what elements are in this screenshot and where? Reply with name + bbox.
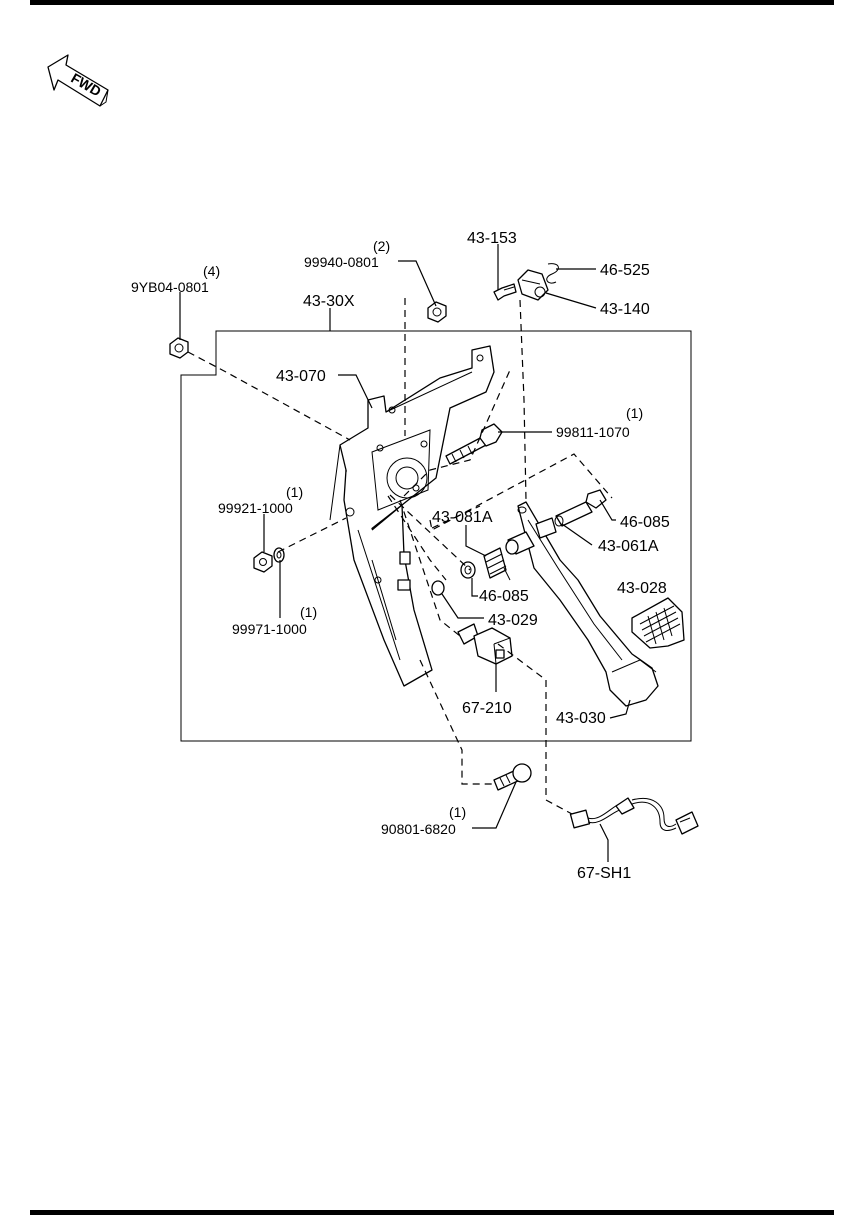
label-46-085-upper: 46-085 [620, 514, 670, 531]
label-90801-6820: 90801-6820 [381, 821, 456, 837]
nut-99921-1000 [253, 551, 273, 573]
clutch-pedal-43-030 [517, 501, 659, 707]
label-9yb04-0801: 9YB04-0801 [131, 279, 209, 295]
harness-67-sh1 [569, 797, 699, 835]
label-67-sh1: 67-SH1 [577, 865, 631, 882]
label-43-140: 43-140 [600, 301, 650, 318]
label-43-070: 43-070 [276, 368, 326, 385]
label-99940-0801: 99940-0801 [304, 254, 379, 270]
pedal-pad-43-028 [631, 597, 685, 649]
part-labels: 43-153 46-525 43-140 (2) 99940-0801 (4) … [131, 230, 670, 882]
qty-99921: (1) [286, 484, 303, 500]
qty-99811: (1) [626, 405, 643, 421]
switch-67-210 [457, 623, 513, 665]
bolt-90801-6820 [493, 763, 532, 791]
nut-9yb04-0801 [169, 337, 189, 359]
label-43-153: 43-153 [467, 230, 517, 247]
spring-46-085-lower [460, 547, 511, 581]
label-43-030: 43-030 [556, 710, 606, 727]
fwd-arrow-icon: FWD [47, 54, 109, 107]
qty-9yb04: (4) [203, 263, 220, 279]
qty-99940: (2) [373, 238, 390, 254]
qty-90801: (1) [449, 804, 466, 820]
bolt-99811-1070 [445, 423, 503, 465]
clip-46-085-upper [585, 489, 607, 509]
pedal-bracket-43-070 [329, 345, 495, 687]
pin-43-061a [554, 501, 593, 527]
label-46-085-lower: 46-085 [479, 588, 529, 605]
washer-99971-1000 [273, 547, 285, 563]
nut-99940-0801 [427, 301, 447, 323]
label-leaders [179, 244, 631, 862]
label-43-061a: 43-061A [598, 538, 659, 555]
qty-99971: (1) [300, 604, 317, 620]
bushing-43-081a [505, 517, 557, 555]
label-46-525: 46-525 [600, 262, 650, 279]
stopper-43-029 [431, 580, 445, 596]
bottom-rule [30, 1210, 834, 1215]
clip-46-525 [546, 263, 559, 284]
label-43-029: 43-029 [488, 612, 538, 629]
top-rule [30, 0, 834, 5]
label-43-028: 43-028 [617, 580, 667, 597]
label-43-30x: 43-30X [303, 293, 355, 310]
bolt-43-153 [493, 283, 517, 301]
dashed-leaders [187, 298, 613, 815]
label-99971-1000: 99971-1000 [232, 621, 307, 637]
label-99921-1000: 99921-1000 [218, 500, 293, 516]
assembly-box-43-30x [180, 330, 692, 742]
label-99811-1070: 99811-1070 [556, 424, 630, 440]
label-43-081a: 43-081A [432, 509, 493, 526]
switch-43-140 [517, 269, 549, 301]
label-67-210: 67-210 [462, 700, 512, 717]
